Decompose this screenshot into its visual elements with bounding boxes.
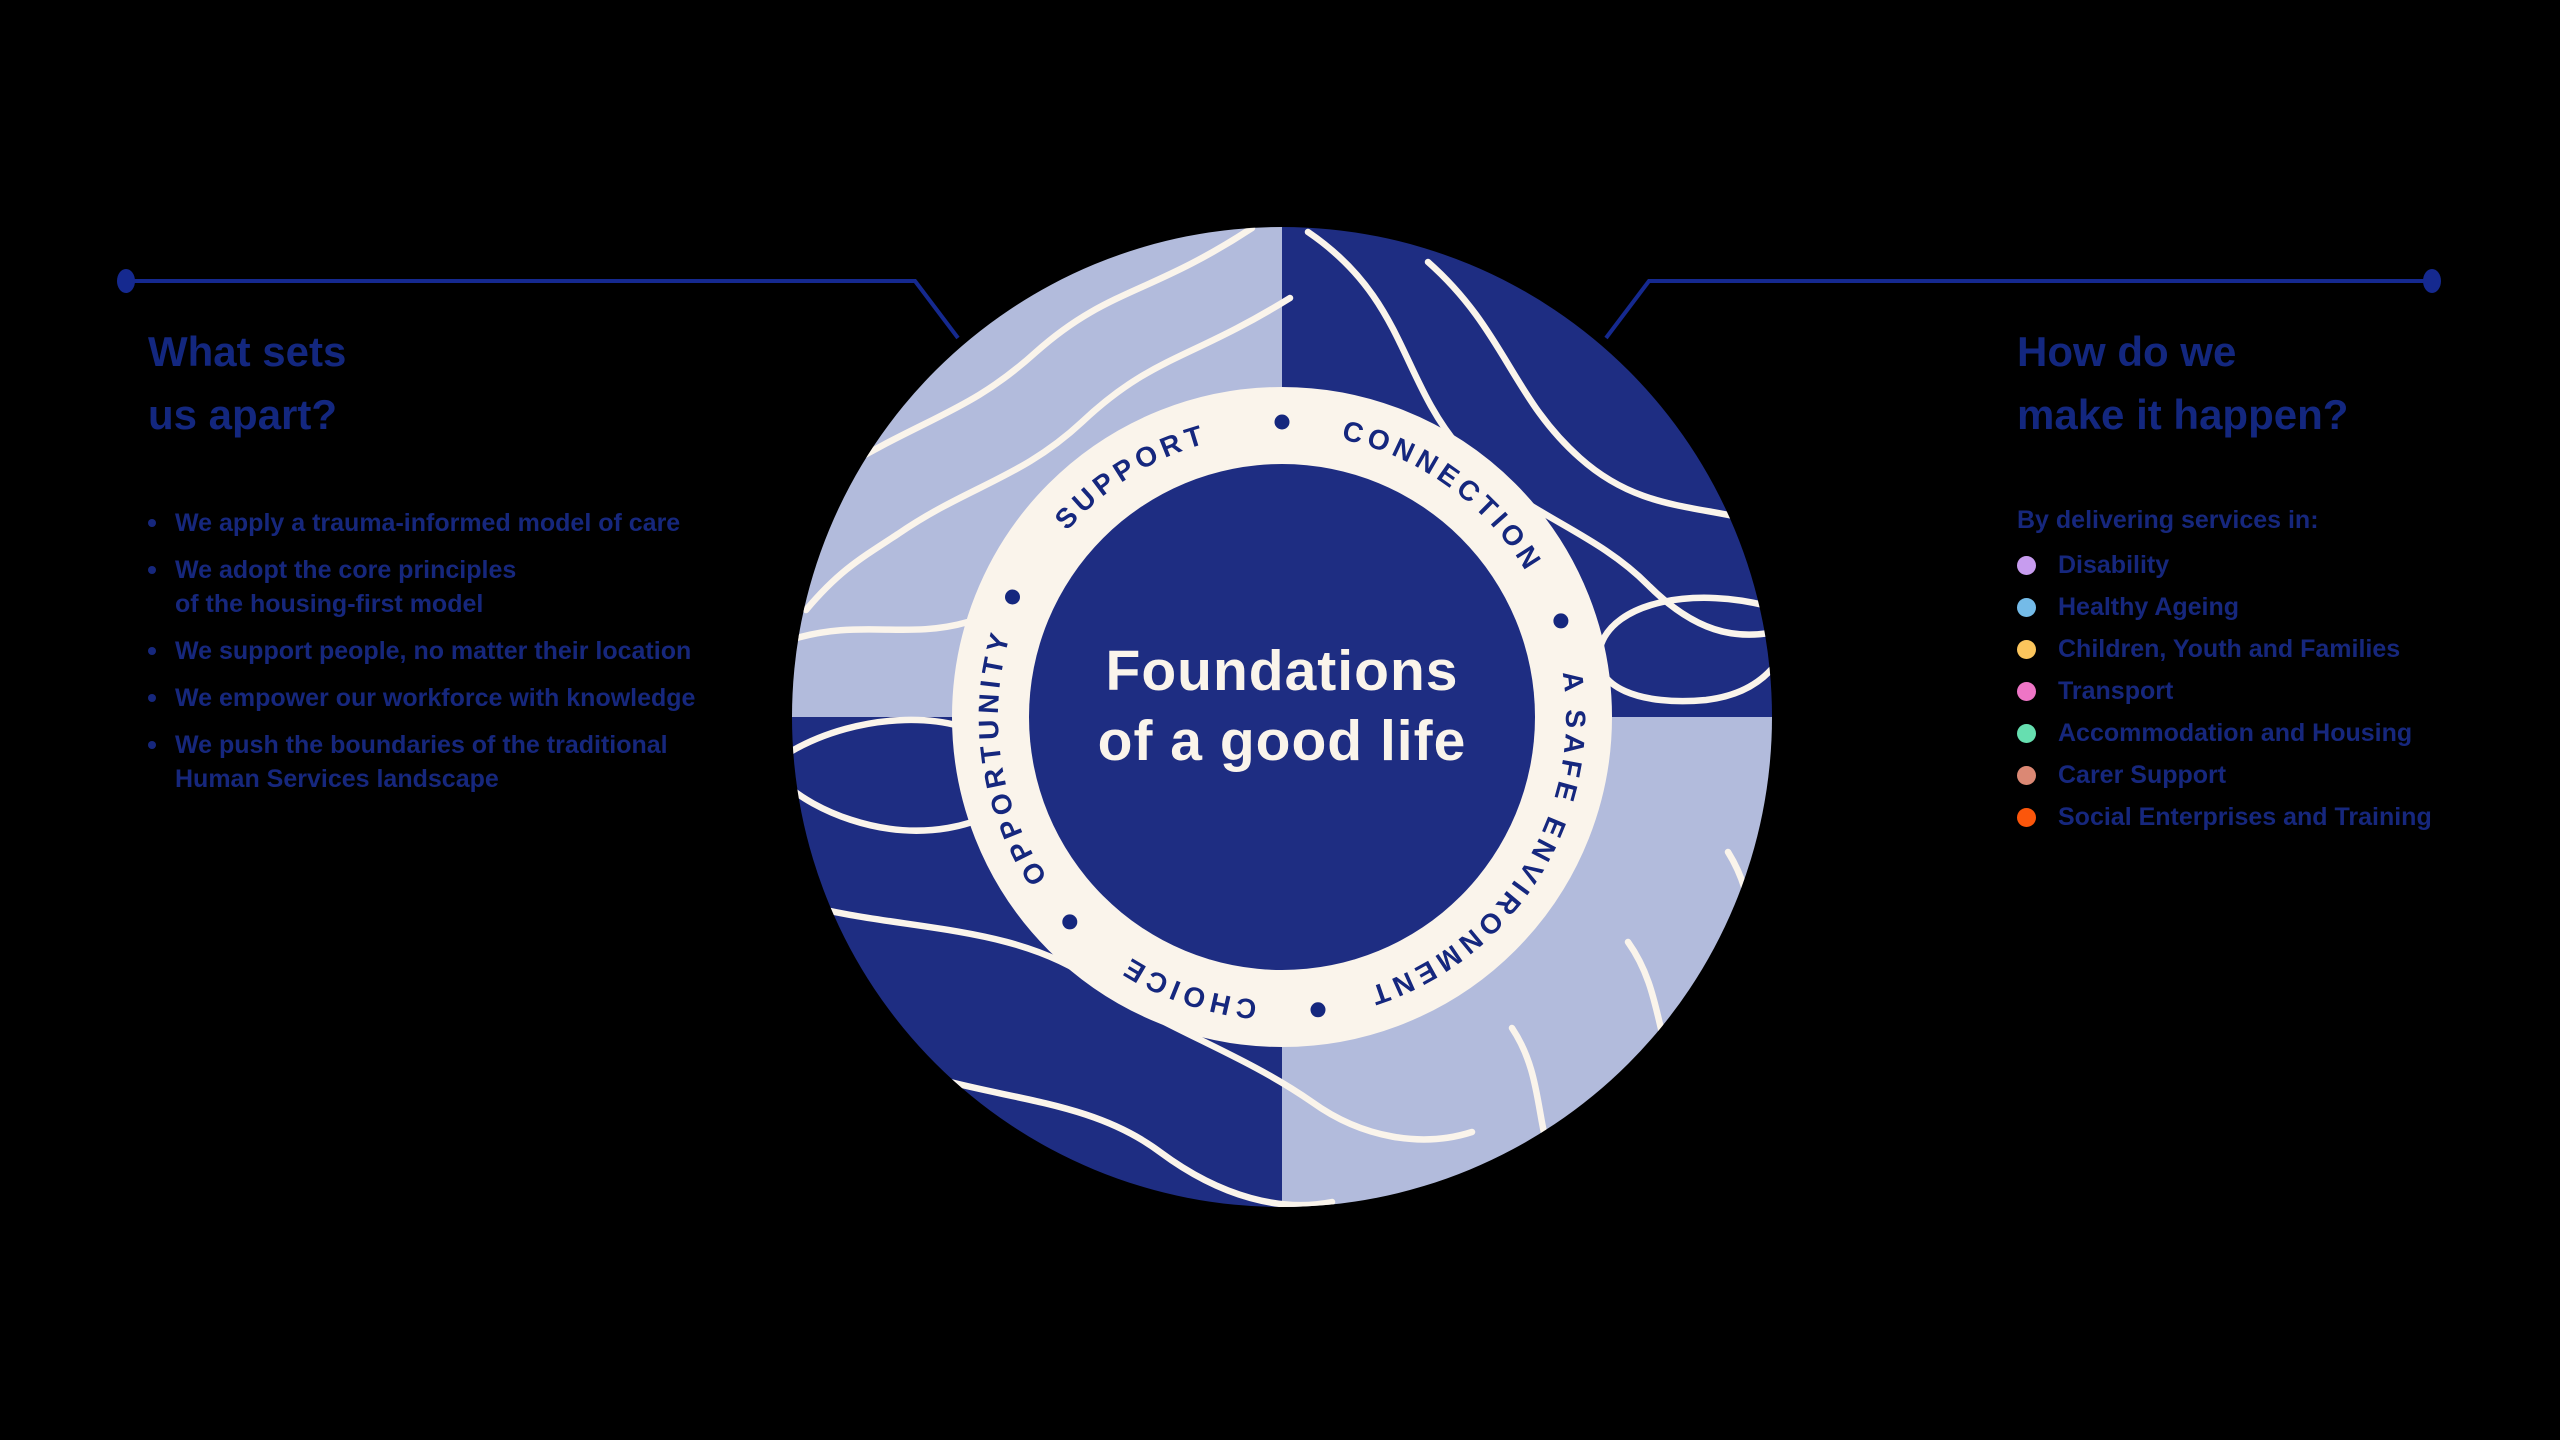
separator-dot-upper-left [1005, 589, 1020, 605]
bullet-dot [148, 647, 156, 655]
bullet-dot [148, 741, 156, 749]
left-heading-line1: What sets [148, 328, 347, 375]
left-bullet-list: We apply a trauma-informed model of care… [148, 506, 695, 809]
services-intro: By delivering services in: [2017, 506, 2319, 534]
separator-dot-top [1274, 414, 1290, 430]
list-item: We adopt the core principles of the hous… [148, 553, 695, 621]
list-item: Carer Support [2017, 754, 2432, 796]
right-connector [1604, 269, 2441, 340]
services-list: Disability Healthy Ageing Children, Yout… [2017, 544, 2432, 838]
list-item: We push the boundaries of the traditiona… [148, 728, 695, 796]
separator-dot-right [1553, 613, 1569, 629]
segment-separator-dots [1005, 414, 1569, 1018]
left-heading-line2: us apart? [148, 391, 338, 438]
service-color-dot [2017, 555, 2036, 575]
separator-dot-lower-left [1062, 914, 1078, 930]
service-color-dot [2017, 807, 2036, 827]
list-item: We support people, no matter their locat… [148, 634, 695, 668]
bullet-dot [148, 566, 156, 574]
service-color-dot [2017, 639, 2036, 659]
list-item: Children, Youth and Families [2017, 628, 2432, 670]
service-color-dot [2017, 723, 2036, 743]
center-title-line2: of a good life [1098, 709, 1467, 773]
service-color-dot [2017, 597, 2036, 617]
list-item: Accommodation and Housing [2017, 712, 2432, 754]
list-item: We apply a trauma-informed model of care [148, 506, 695, 540]
list-item: We empower our workforce with knowledge [148, 681, 695, 715]
list-item: Social Enterprises and Training [2017, 796, 2432, 838]
service-color-dot [2017, 765, 2036, 785]
bullet-dot [148, 519, 156, 527]
center-title-line1: Foundations [1106, 639, 1459, 703]
left-connector-dot [117, 269, 135, 293]
center-disc [1029, 464, 1535, 970]
right-connector-dot [2423, 269, 2441, 293]
list-item: Disability [2017, 544, 2432, 586]
service-color-dot [2017, 681, 2036, 701]
bullet-dot [148, 694, 156, 702]
left-panel-heading: What sets us apart? [148, 320, 346, 446]
separator-dot-bottom [1310, 1002, 1326, 1018]
list-item: Transport [2017, 670, 2432, 712]
list-item: Healthy Ageing [2017, 586, 2432, 628]
right-heading-line1: How do we [2017, 328, 2237, 375]
right-heading-line2: make it happen? [2017, 391, 2349, 438]
right-panel-heading: How do we make it happen? [2017, 320, 2348, 446]
left-connector [117, 269, 960, 340]
